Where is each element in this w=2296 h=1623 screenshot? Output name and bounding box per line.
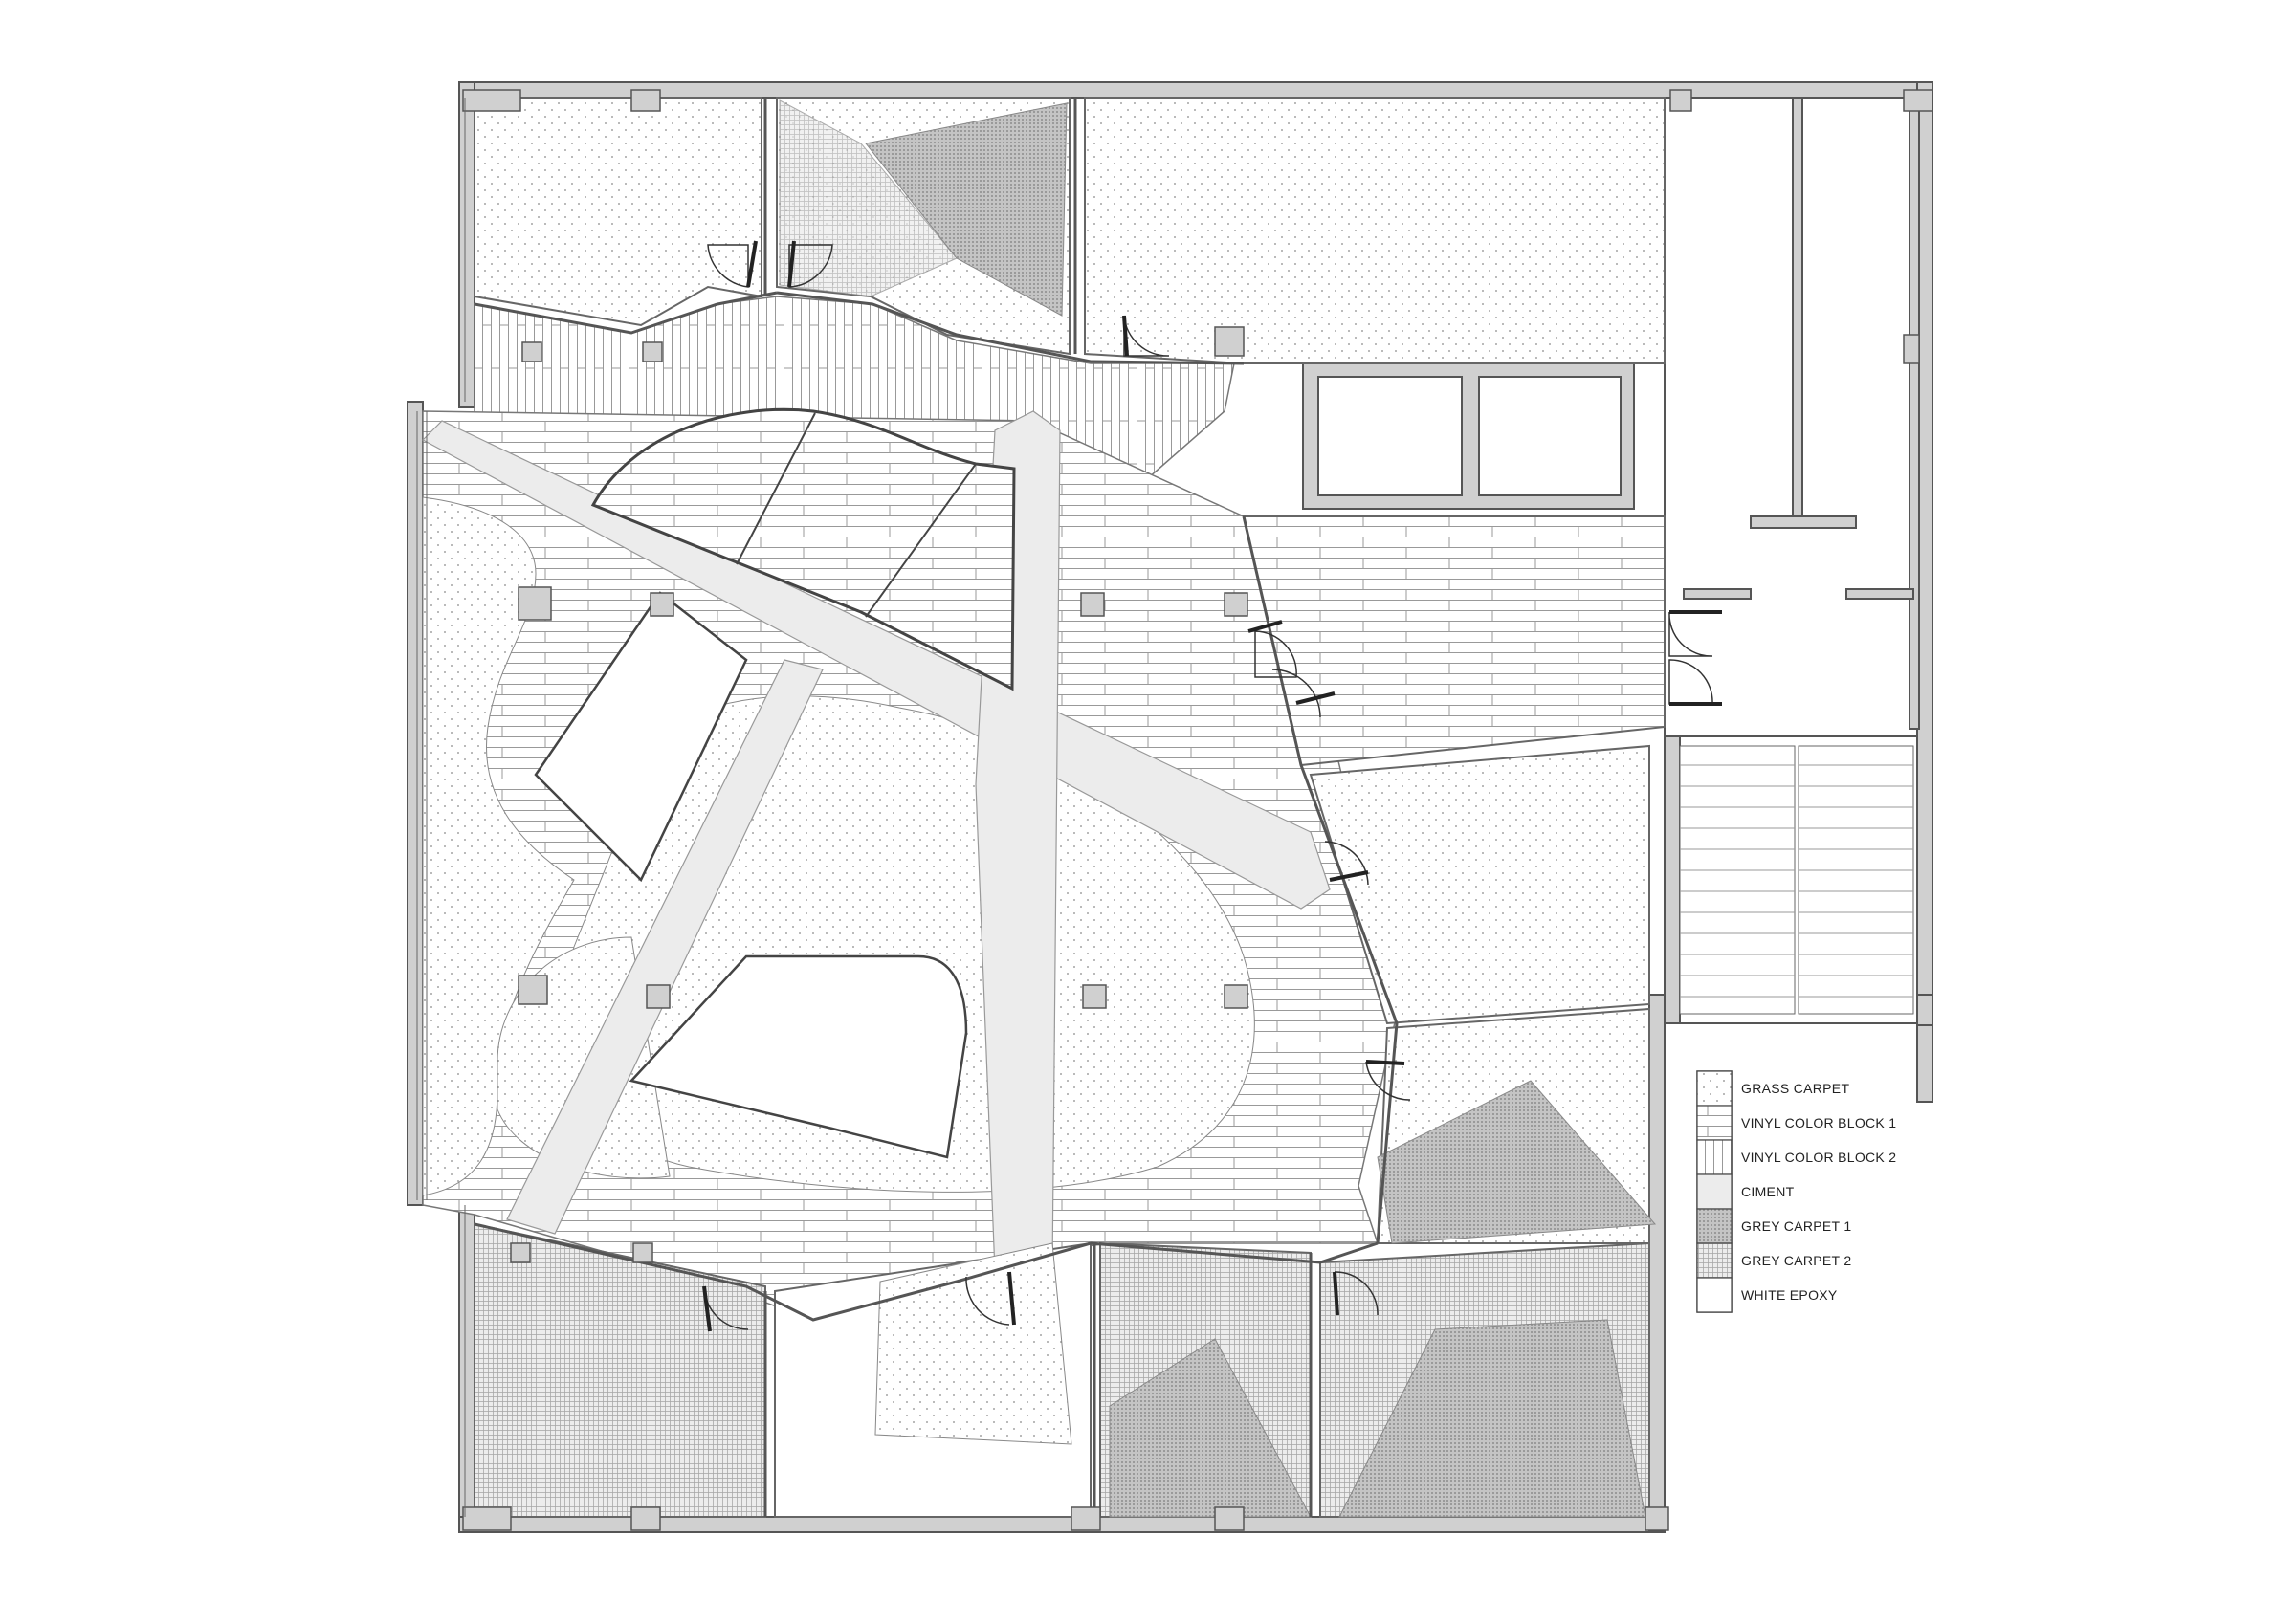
legend-swatch-grey2 [1696, 1242, 1733, 1279]
grey-carpet-top-middle [865, 102, 1068, 317]
room-right-grass-middle [1309, 744, 1650, 1025]
elevator-shafts [1302, 362, 1635, 510]
room-right-vinyl-top [1242, 515, 1666, 767]
legend-label-vinyl2: VINYL COLOR BLOCK 2 [1741, 1150, 1896, 1165]
legend-swatch-ciment [1696, 1173, 1733, 1210]
legend-label-grey2: GREY CARPET 2 [1741, 1253, 1851, 1268]
grey-carpet-right-lower [1377, 1080, 1657, 1244]
doors [703, 244, 1713, 1330]
legend-swatch-grass [1696, 1070, 1733, 1107]
void-opening-center [629, 954, 968, 1159]
material-legend: GRASS CARPET VINYL COLOR BLOCK 1 VINYL COL… [1696, 1070, 1896, 1313]
grey-carpet-2-top-middle [779, 99, 958, 297]
auditorium-curve [590, 407, 1016, 691]
grass-bottom-center [874, 1242, 1072, 1445]
legend-label-grey1: GREY CARPET 1 [1741, 1218, 1851, 1234]
legend-label-vinyl1: VINYL COLOR BLOCK 1 [1741, 1115, 1896, 1130]
legend-label-grass: GRASS CARPET [1741, 1081, 1849, 1096]
room-top-right [1084, 97, 1666, 364]
grey-carpet-bottom-right [1338, 1319, 1646, 1518]
facade-window-lines [416, 98, 466, 1517]
door-leaves [702, 240, 1722, 1332]
legend-swatch-vinyl1 [1696, 1105, 1733, 1141]
legend-swatch-vinyl2 [1696, 1139, 1733, 1175]
auditorium-divider-2 [865, 463, 977, 618]
interior-partitions [474, 98, 1399, 1517]
structural-columns [462, 89, 1933, 1531]
ciment-path-left [506, 659, 824, 1235]
auditorium-divider-1 [736, 412, 816, 565]
legend-label-ciment: CIMENT [1741, 1184, 1795, 1199]
legend-swatch-grey1 [1696, 1208, 1733, 1244]
grass-blob-left [422, 496, 575, 1196]
stair-treads [1680, 764, 1913, 998]
legend-label-epoxy: WHITE EPOXY [1741, 1287, 1838, 1303]
room-top-left [474, 97, 762, 327]
legend-swatch-epoxy [1696, 1277, 1733, 1313]
void-opening-left [534, 591, 748, 883]
staircase [1679, 745, 1914, 1015]
ciment-path-diagonal [422, 420, 1331, 910]
